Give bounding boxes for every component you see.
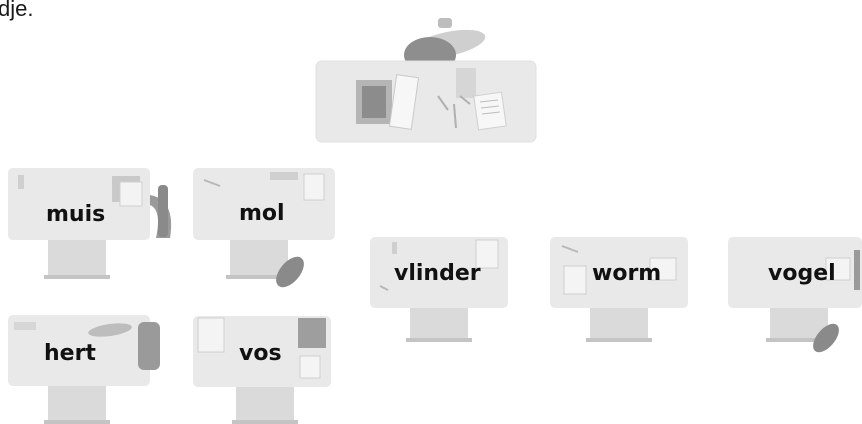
desk-label-hert: hert bbox=[44, 341, 96, 366]
desk-label-vos: vos bbox=[239, 341, 282, 366]
desk-vos-icon bbox=[193, 316, 331, 424]
desk-hert-icon bbox=[8, 315, 160, 424]
desk-vogel-icon bbox=[728, 237, 862, 353]
desk-vlinder-icon bbox=[370, 237, 508, 342]
teacher-desk-icon bbox=[315, 60, 537, 143]
desk-label-vlinder: vlinder bbox=[394, 261, 481, 286]
desk-label-muis: muis bbox=[46, 202, 106, 227]
instruction-text-fragment: dje. bbox=[0, 0, 34, 21]
desk-mol-icon bbox=[193, 168, 335, 288]
desk-muis-icon bbox=[8, 168, 172, 279]
desk-worm-icon bbox=[550, 237, 688, 342]
desk-label-vogel: vogel bbox=[768, 261, 836, 286]
desk-label-worm: worm bbox=[592, 261, 662, 286]
desk-label-mol: mol bbox=[239, 201, 285, 226]
